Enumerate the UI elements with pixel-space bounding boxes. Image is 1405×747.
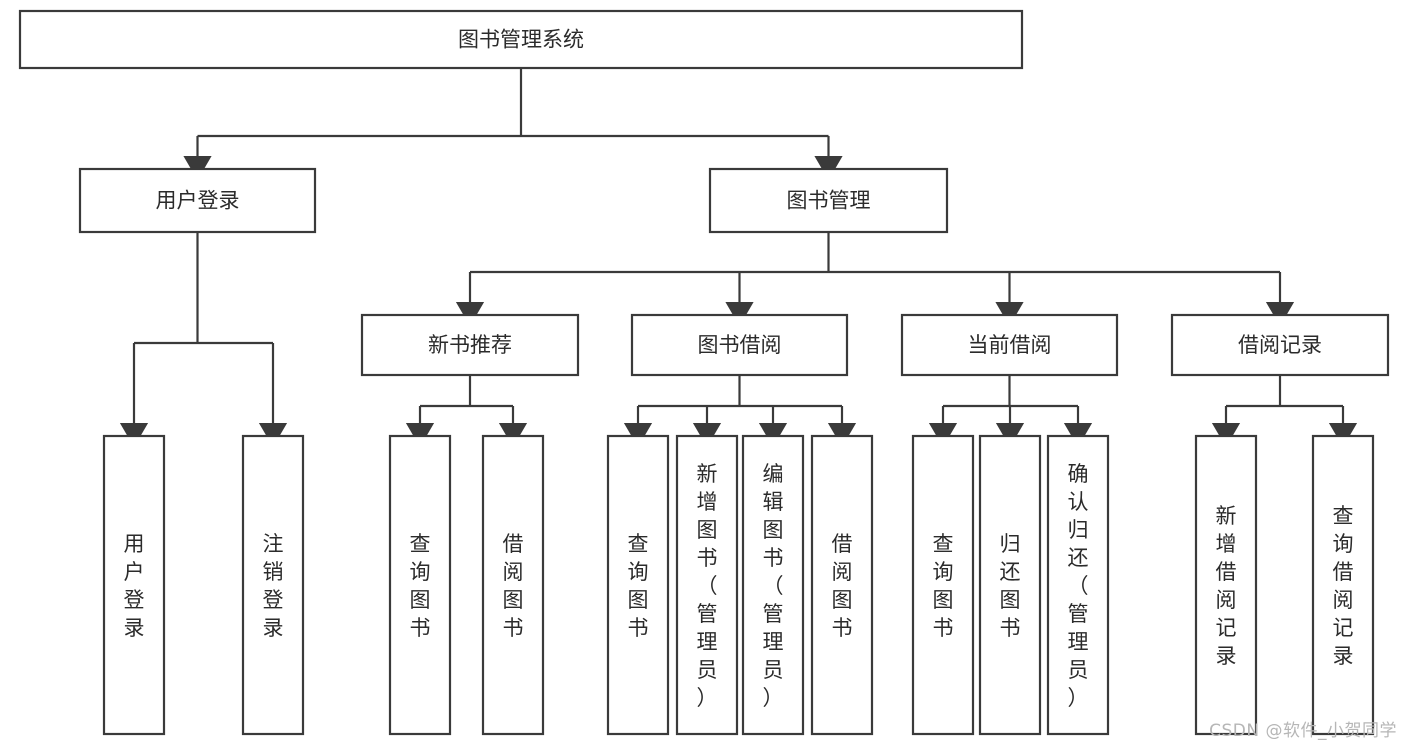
node-box xyxy=(810,434,874,736)
node-label: 编辑图书（管理员） xyxy=(763,462,784,710)
node-label: 查询借阅记录 xyxy=(1333,504,1354,668)
node-box xyxy=(241,434,305,736)
node-label: 用户登录 xyxy=(156,189,240,213)
level3-node: 图书借阅 xyxy=(630,313,849,377)
node-label: 用户登录 xyxy=(124,532,145,640)
node-box xyxy=(388,434,452,736)
node-box xyxy=(78,167,317,234)
node-box xyxy=(630,313,849,377)
node-box xyxy=(978,434,1042,736)
node-box xyxy=(1194,434,1258,736)
leaf-node: 新增借阅记录 xyxy=(1194,434,1258,736)
node-box xyxy=(1311,434,1375,736)
leaf-node: 查询借阅记录 xyxy=(1311,434,1375,736)
node-box xyxy=(708,167,949,234)
node-box xyxy=(900,313,1119,377)
connector-layer xyxy=(119,68,1358,448)
node-box xyxy=(1046,434,1110,736)
node-label: 新增图书（管理员） xyxy=(697,462,718,710)
node-label: 借阅图书 xyxy=(832,532,853,640)
level2-node: 图书管理 xyxy=(708,167,949,234)
node-label: 确认归还（管理员） xyxy=(1068,462,1089,710)
leaf-node: 查询图书 xyxy=(911,434,975,736)
node-label: 新书推荐 xyxy=(428,333,512,357)
leaf-node: 归还图书 xyxy=(978,434,1042,736)
level3-node: 当前借阅 xyxy=(900,313,1119,377)
node-label: 注销登录 xyxy=(263,532,284,640)
node-label: 查询图书 xyxy=(628,532,649,640)
node-box xyxy=(911,434,975,736)
level3-node: 新书推荐 xyxy=(360,313,580,377)
node-label: 当前借阅 xyxy=(968,333,1052,357)
leaf-node: 借阅图书 xyxy=(481,434,545,736)
node-label: 图书管理 xyxy=(787,189,871,213)
node-layer: 图书管理系统用户登录图书管理新书推荐图书借阅当前借阅借阅记录用户登录注销登录查询… xyxy=(18,9,1390,736)
node-label: 借阅记录 xyxy=(1238,333,1322,357)
node-box xyxy=(102,434,166,736)
node-box xyxy=(741,434,805,736)
node-label: 查询图书 xyxy=(410,532,431,640)
node-label: 归还图书 xyxy=(1000,532,1021,640)
node-label: 查询图书 xyxy=(933,532,954,640)
leaf-node: 确认归还（管理员） xyxy=(1046,434,1110,736)
leaf-node: 查询图书 xyxy=(388,434,452,736)
node-box xyxy=(18,9,1024,70)
node-label: 图书管理系统 xyxy=(458,28,584,52)
root-node: 图书管理系统 xyxy=(18,9,1024,70)
leaf-node: 编辑图书（管理员） xyxy=(741,434,805,736)
node-label: 新增借阅记录 xyxy=(1216,504,1237,668)
leaf-node: 注销登录 xyxy=(241,434,305,736)
node-label: 图书借阅 xyxy=(698,333,782,357)
node-label: 借阅图书 xyxy=(503,532,524,640)
leaf-node: 新增图书（管理员） xyxy=(675,434,739,736)
leaf-node: 借阅图书 xyxy=(810,434,874,736)
node-box xyxy=(481,434,545,736)
node-box xyxy=(1170,313,1390,377)
leaf-node: 用户登录 xyxy=(102,434,166,736)
node-box xyxy=(360,313,580,377)
level3-node: 借阅记录 xyxy=(1170,313,1390,377)
leaf-node: 查询图书 xyxy=(606,434,670,736)
level2-node: 用户登录 xyxy=(78,167,317,234)
node-box xyxy=(675,434,739,736)
node-box xyxy=(606,434,670,736)
